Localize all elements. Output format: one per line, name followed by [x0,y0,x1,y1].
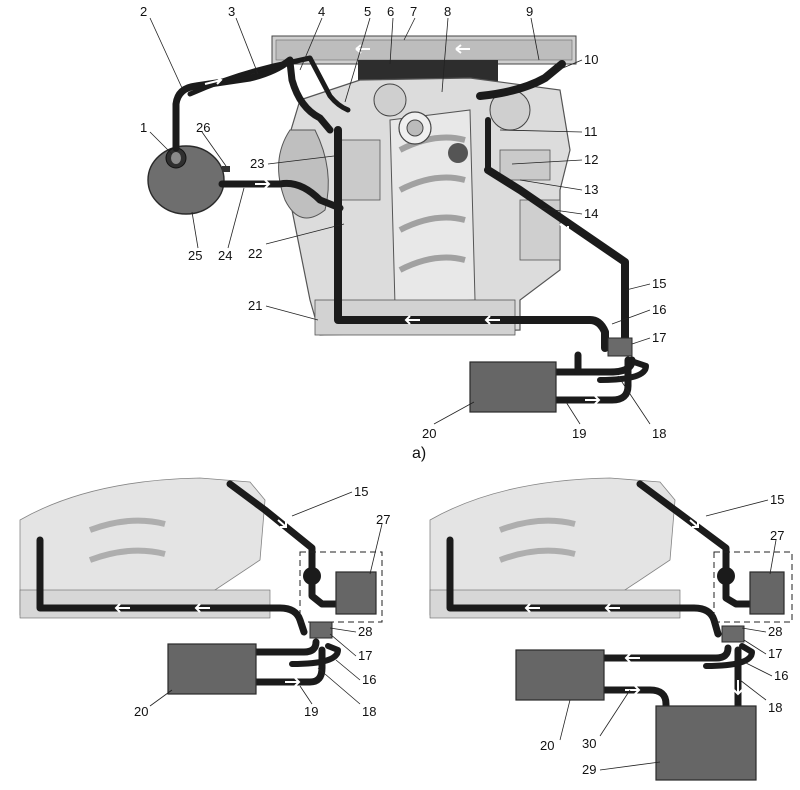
callout-28-b: 28 [358,624,372,639]
engine-block [278,77,571,336]
callout-20-b: 20 [134,704,148,719]
callout-19: 19 [572,426,586,441]
callout-24: 24 [218,248,232,263]
callout-15-c: 15 [770,492,784,507]
callout-29-c: 29 [582,762,596,777]
expansion-tank [147,145,230,215]
callout-21: 21 [248,298,262,313]
callout-2: 2 [140,4,147,19]
callout-15-b: 15 [354,484,368,499]
callout-18-c: 18 [768,700,782,715]
callout-labels: 1 2 3 4 5 6 7 8 9 10 11 12 13 14 15 16 1… [134,4,788,777]
callout-7: 7 [410,4,417,19]
callout-16-c: 16 [774,668,788,683]
callout-11: 11 [584,124,598,139]
callout-30-c: 30 [582,736,596,751]
callout-15: 15 [652,276,666,291]
callout-19-b: 19 [304,704,318,719]
callout-17-b: 17 [358,648,372,663]
callout-28-c: 28 [768,624,782,639]
hoses-a [172,55,649,404]
flow-arrows-a [204,76,601,405]
callout-20-c: 20 [540,738,554,753]
callout-22: 22 [248,246,262,261]
callout-18-b: 18 [362,704,376,719]
callout-26: 26 [196,120,210,135]
callout-16-b: 16 [362,672,376,687]
callout-18: 18 [652,426,666,441]
callout-4: 4 [318,4,325,19]
subfigure-a-label: a) [412,445,426,462]
valve-a [607,337,633,357]
callout-27-b: 27 [376,512,390,527]
callout-3: 3 [228,4,235,19]
callout-12: 12 [584,152,598,167]
callout-16: 16 [652,302,666,317]
callout-23: 23 [250,156,264,171]
diagram-a [147,35,649,413]
callout-8: 8 [444,4,451,19]
callout-25: 25 [188,248,202,263]
callout-10: 10 [584,52,598,67]
callout-27-c: 27 [770,528,784,543]
callout-20: 20 [422,426,436,441]
diagram-c [429,477,793,781]
callout-17-c: 17 [768,646,782,661]
callout-5: 5 [364,4,371,19]
leader-lines [149,17,777,771]
callout-13: 13 [584,182,598,197]
diagram-b [19,477,383,695]
callout-9: 9 [526,4,533,19]
callout-6: 6 [387,4,394,19]
callout-14: 14 [584,206,598,221]
callout-1: 1 [140,120,147,135]
radiator [271,35,577,82]
callout-17: 17 [652,330,666,345]
heater-core-a [469,361,557,413]
